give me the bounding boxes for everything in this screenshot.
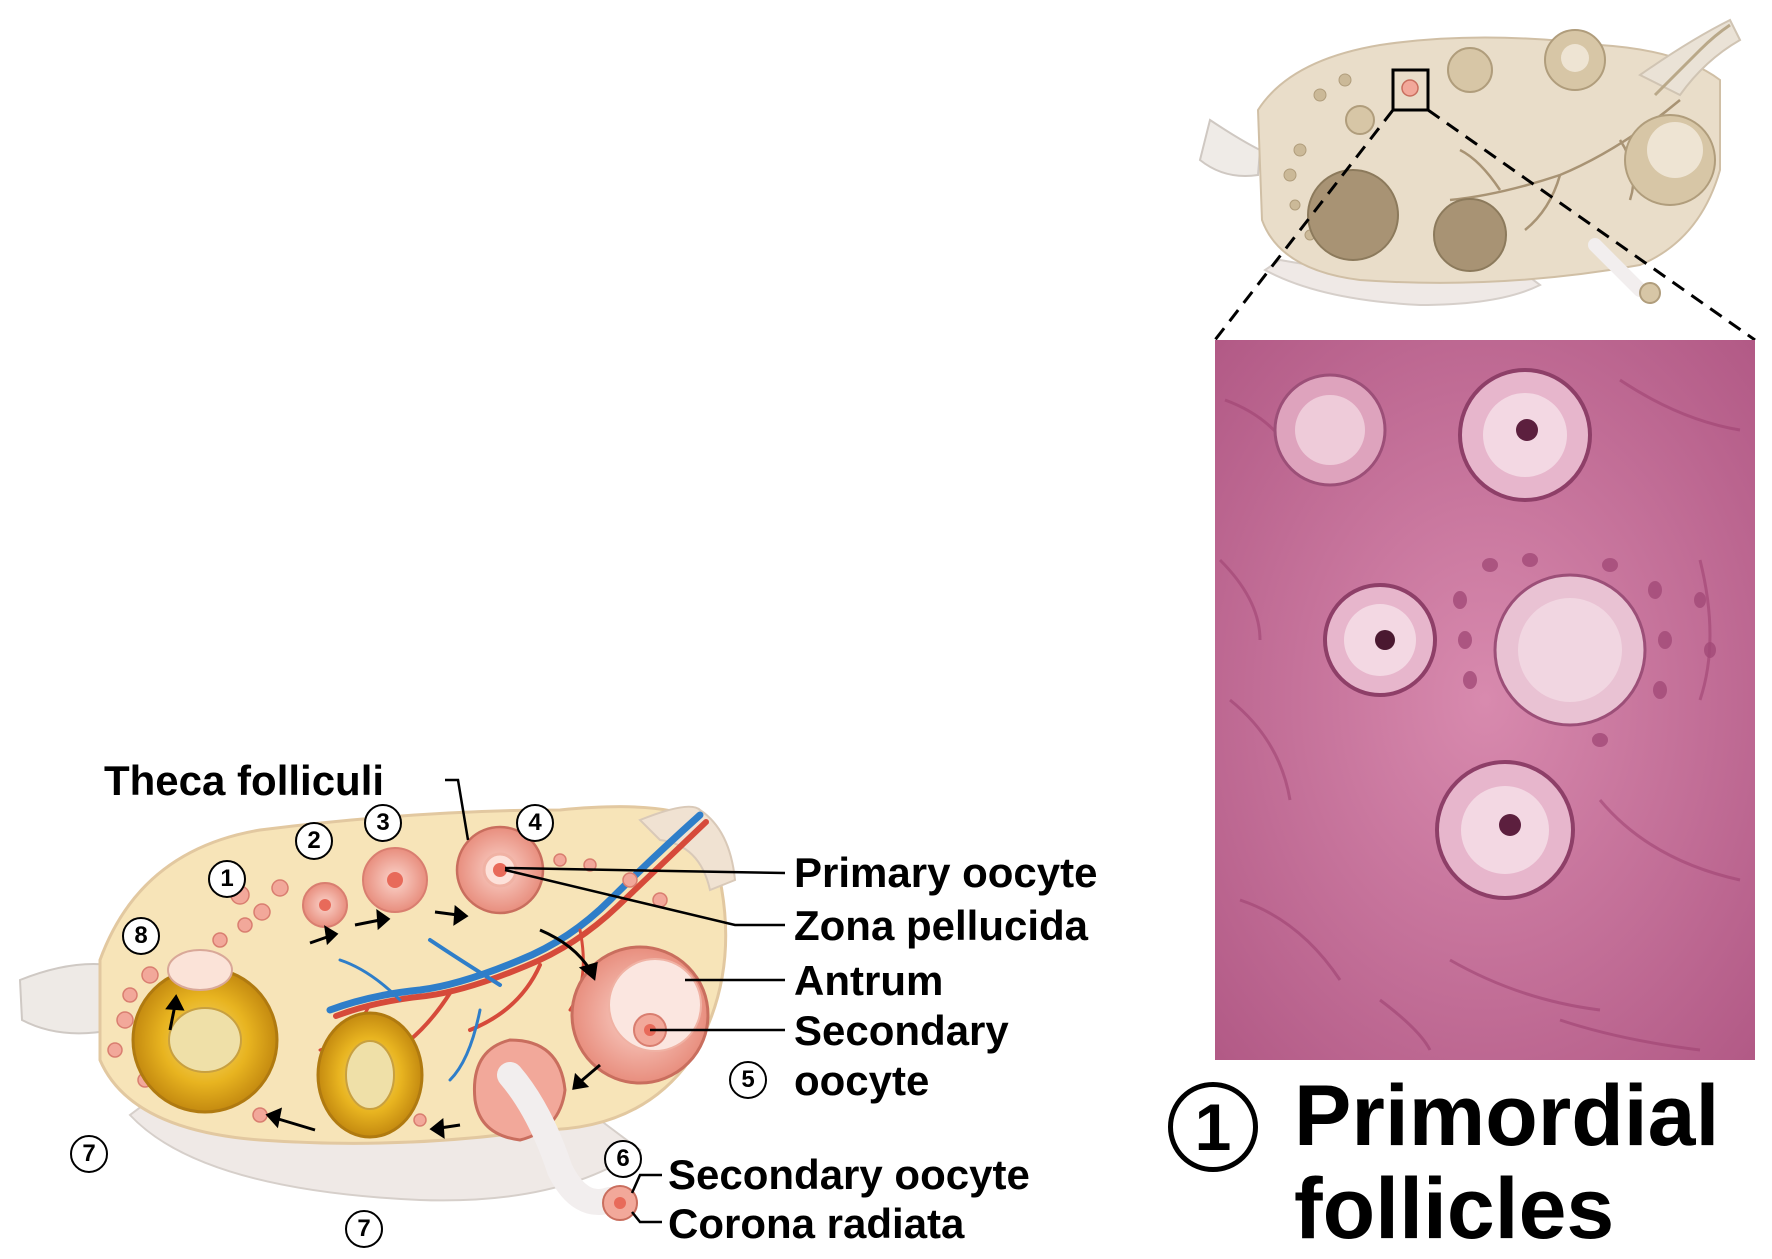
label-primary-oocyte: Primary oocyte <box>794 849 1098 896</box>
stage-number-3: 3 <box>364 804 402 842</box>
stage-number-4: 4 <box>516 804 554 842</box>
tubal-end <box>638 805 737 892</box>
corpus-albicans <box>167 949 233 991</box>
stage-number-2: 2 <box>295 822 333 860</box>
stage-number-1: 1 <box>208 860 246 898</box>
label-antrum: Antrum <box>794 957 944 1004</box>
label-secondary-oocyte-line1: Secondary <box>794 1007 1009 1054</box>
label-secondary-oocyte-line2: oocyte <box>794 1057 930 1104</box>
title-line-2: follicles <box>1294 1161 1615 1257</box>
label-secondary-oocyte-released: Secondary oocyte <box>668 1151 1030 1198</box>
label-theca-folliculi: Theca folliculi <box>104 757 385 804</box>
antrum-cavity <box>608 958 702 1052</box>
micrograph-oocytes <box>1273 368 1647 900</box>
zoom-box <box>1391 68 1430 112</box>
label-corona-radiata: Corona radiata <box>668 1200 965 1247</box>
stage-number-7b: 7 <box>345 1210 383 1248</box>
stage-number-8: 8 <box>122 917 160 955</box>
stage-number-5: 5 <box>729 1061 767 1099</box>
corpus-luteum-small <box>316 1011 424 1139</box>
title-stage-number: 1 <box>1168 1082 1258 1172</box>
title-line-1: Primordial <box>1294 1068 1720 1164</box>
progression-arrows <box>165 905 601 1139</box>
stage-number-7a: 7 <box>70 1135 108 1173</box>
stage-number-6: 6 <box>604 1140 642 1178</box>
label-zona-pellucida: Zona pellucida <box>794 902 1089 949</box>
leader-lines <box>445 778 786 1224</box>
